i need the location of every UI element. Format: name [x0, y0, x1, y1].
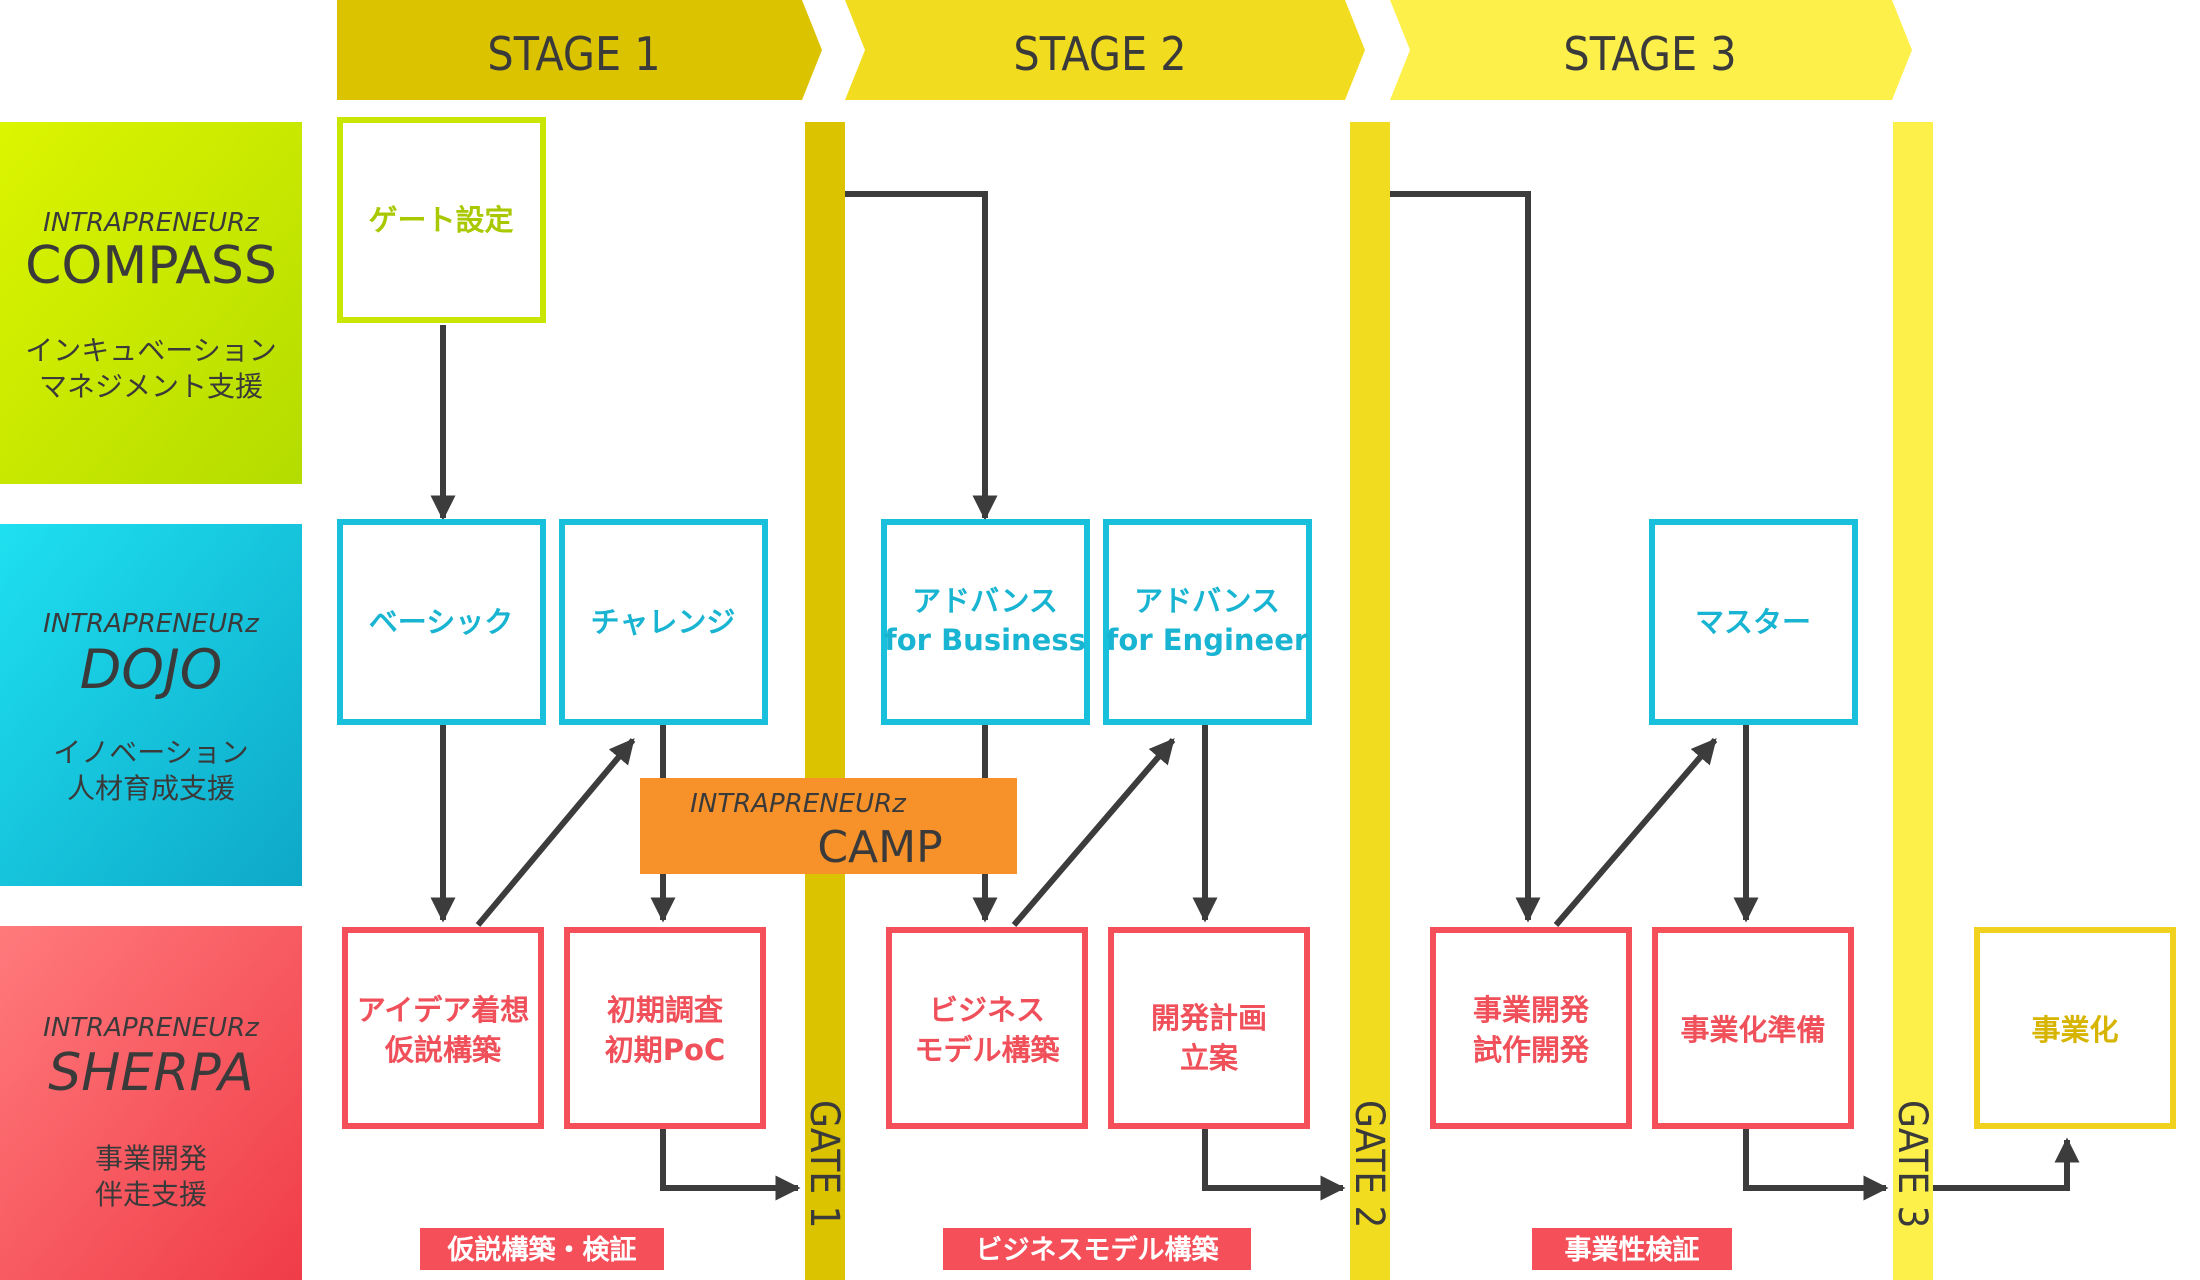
box-idea: アイデア着想 仮説構築 [342, 927, 544, 1129]
box-bizprep: 事業化準備 [1652, 927, 1854, 1129]
box-advance-business-label-1: アドバンス [912, 584, 1058, 618]
box-master-label: マスター [1695, 605, 1811, 639]
stage-3-banner [1390, 0, 1912, 100]
stage-banners: STAGE 1 STAGE 2 STAGE 3 [337, 0, 1912, 100]
gate-bars: GATE 1 GATE 2 GATE 3 [801, 122, 1935, 1280]
gate-1-bar [805, 122, 845, 1280]
lane-sherpa-desc-1: 事業開発 [95, 1142, 207, 1175]
lane-dojo-desc-2: 人材育成支援 [67, 772, 235, 805]
lane-dojo-desc-1: イノベーション [53, 736, 248, 769]
box-bizdev-label-1: 事業開発 [1473, 993, 1590, 1027]
lane-sherpa-name: SHERPA [48, 1043, 253, 1103]
box-advance-engineer-label-1: アドバンス [1134, 584, 1280, 618]
lane-sherpa-brand: INTRAPRENEURz [43, 1013, 260, 1043]
box-initial-label-2: 初期PoC [605, 1033, 725, 1067]
gate-3-label: GATE 3 [1889, 1100, 1935, 1228]
box-advance-business-label-2: for Business [884, 623, 1086, 657]
box-gate-setting-label: ゲート設定 [368, 203, 513, 237]
box-bizmodel: ビジネス モデル構築 [886, 927, 1088, 1129]
lane-dojo-name: DOJO [80, 638, 223, 701]
box-basic-label: ベーシック [369, 605, 513, 639]
arrow-idea-to-challenge [475, 738, 636, 927]
lane-compass-desc-1: インキュベーション [25, 334, 276, 367]
stage-2-banner [845, 0, 1365, 100]
stage-2-label: STAGE 2 [1013, 27, 1186, 81]
lane-dojo: INTRAPRENEURz DOJO イノベーション 人材育成支援 [0, 524, 302, 886]
gate-2-label: GATE 2 [1346, 1100, 1392, 1228]
box-advance-engineer-label-2: for Engineer [1106, 623, 1309, 657]
arrow-devplan-to-gate2 [1202, 1128, 1346, 1201]
lane-dojo-brand: INTRAPRENEURz [43, 609, 260, 639]
tag-feasibility: 事業性検証 [1565, 1234, 1700, 1266]
arrow-bizprep-to-gate3 [1743, 1128, 1889, 1201]
tag-bizmodel: ビジネスモデル構築 [976, 1234, 1220, 1266]
box-initial-label-1: 初期調査 [607, 993, 723, 1027]
box-bizprep-label: 事業化準備 [1680, 1013, 1825, 1047]
box-advance-engineer: アドバンス for Engineer [1103, 519, 1312, 725]
stage-3-label: STAGE 3 [1563, 27, 1736, 81]
arrow-bizmodel-to-advance-engineer [1011, 738, 1176, 927]
lane-sherpa-bg [0, 926, 302, 1280]
box-bizmodel-label-1: ビジネス [929, 993, 1045, 1027]
lane-compass: INTRAPRENEURz COMPASS インキュベーション マネジメント支援 [0, 122, 302, 484]
box-idea-label-1: アイデア着想 [357, 993, 530, 1027]
box-commercialization-label: 事業化 [2031, 1013, 2118, 1047]
lane-compass-name: COMPASS [25, 236, 277, 296]
box-basic: ベーシック [337, 519, 546, 725]
lane-sherpa: INTRAPRENEURz SHERPA 事業開発 伴走支援 [0, 926, 302, 1280]
gate-1-label: GATE 1 [801, 1100, 847, 1228]
box-bizmodel-label-2: モデル構築 [914, 1033, 1060, 1067]
lane-compass-brand: INTRAPRENEURz [43, 208, 260, 238]
tag-hypothesis: 仮説構築・検証 [447, 1234, 637, 1266]
box-master: マスター [1649, 519, 1858, 725]
box-challenge-label: チャレンジ [591, 605, 736, 639]
box-bizdev: 事業開発 試作開発 [1430, 927, 1632, 1129]
box-challenge: チャレンジ [559, 519, 768, 725]
lane-compass-desc-2: マネジメント支援 [39, 370, 263, 403]
box-idea-label-2: 仮説構築 [384, 1033, 502, 1067]
box-commercialization: 事業化 [1974, 927, 2176, 1129]
tag-bizmodel-bg [943, 1228, 1251, 1270]
box-advance-business: アドバンス for Business [881, 519, 1090, 725]
stage-1-label: STAGE 1 [487, 27, 660, 81]
gate-2-bar [1350, 122, 1390, 1280]
stage-1-banner [337, 0, 822, 100]
camp-name: CAMP [817, 822, 942, 873]
flow-arrows [430, 191, 2080, 1201]
phase-tags: 仮説構築・検証 ビジネスモデル構築 事業性検証 [420, 1228, 1732, 1270]
lane-dojo-bg [0, 524, 302, 886]
box-initial: 初期調査 初期PoC [564, 927, 766, 1129]
lane-compass-bg [0, 122, 302, 484]
tag-hypothesis-bg [420, 1228, 664, 1270]
arrow-gate1-to-advance-business [845, 191, 998, 521]
camp-banner: INTRAPRENEURz CAMP [640, 778, 1017, 874]
camp-brand: INTRAPRENEURz [690, 789, 907, 819]
tag-feasibility-bg [1532, 1228, 1732, 1270]
arrow-bizdev-to-master [1553, 738, 1718, 927]
box-devplan-label-1: 開発計画 [1151, 1001, 1267, 1035]
arrow-initial-to-gate1 [660, 1128, 801, 1201]
box-devplan-label-2: 立案 [1180, 1041, 1239, 1075]
box-gate-setting: ゲート設定 [337, 117, 546, 323]
lane-sherpa-desc-2: 伴走支援 [95, 1178, 207, 1211]
box-devplan: 開発計画 立案 [1108, 927, 1310, 1129]
gate-3-bar [1893, 122, 1933, 1280]
box-bizdev-label-2: 試作開発 [1473, 1033, 1590, 1067]
arrow-gate3-to-commercialization [1933, 1137, 2080, 1191]
arrow-gate2-to-bizdev [1390, 191, 1541, 923]
